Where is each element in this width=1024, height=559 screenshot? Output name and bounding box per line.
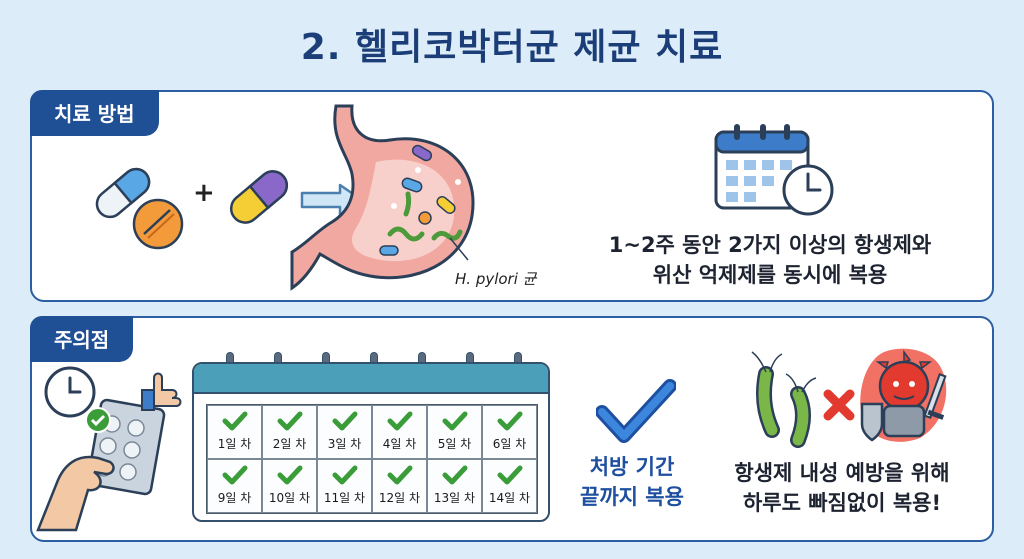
capsule-yellow-icon <box>229 170 289 224</box>
resistance-note-line2: 하루도 빠짐없이 복용! <box>742 491 942 515</box>
method-desc-line1: 1~2주 동안 2가지 이상의 항생제와 <box>608 233 932 257</box>
calendar-day-cell: 6일 차 <box>482 405 537 459</box>
check-icon <box>497 411 522 431</box>
check-icon <box>332 465 357 485</box>
treatment-method-tag: 치료 방법 <box>30 90 159 136</box>
capsule-blue-icon <box>95 167 151 219</box>
caution-tag: 주의점 <box>30 316 134 362</box>
check-icon <box>442 465 467 485</box>
prescription-note-line2: 끝까지 복용 <box>580 485 684 509</box>
check-icon <box>222 411 247 431</box>
check-icon <box>277 465 302 485</box>
check-icon <box>442 411 467 431</box>
big-check-icon <box>596 379 676 443</box>
calendar-day-label: 12일 차 <box>378 491 421 505</box>
calendar-day-cell: 4일 차 <box>372 405 427 459</box>
calendar-day-cell: 2일 차 <box>262 405 317 459</box>
method-desc-line2: 위산 억제제를 동시에 복용 <box>652 263 888 287</box>
calendar-day-label: 4일 차 <box>382 437 417 451</box>
resistance-illustration <box>751 348 947 448</box>
calendar-grid: 1일 차 2일 차 3일 차 4일 차 5일 차 6일 차 9일 차 10일 차 11일 차 12… <box>206 404 538 514</box>
calendar-day-cell: 1일 차 <box>207 405 262 459</box>
resistance-note-line1: 항생제 내성 예방을 위해 <box>734 461 950 485</box>
dosing-calendar: 1일 차 2일 차 3일 차 4일 차 5일 차 6일 차 9일 차 10일 차 11일 차 12… <box>192 362 550 522</box>
check-icon <box>387 465 412 485</box>
h-pylori-label: H. pylori 균 <box>455 270 537 288</box>
method-description: 1~2주 동안 2가지 이상의 항생제와 위산 억제제를 동시에 복용 <box>570 230 970 290</box>
calendar-day-label: 11일 차 <box>323 491 366 505</box>
hand-pills-icon <box>36 366 182 532</box>
calendar-header <box>194 364 548 394</box>
calendar-day-label: 14일 차 <box>488 491 531 505</box>
treatment-method-panel: 치료 방법 <box>30 90 994 302</box>
calendar-day-cell: 12일 차 <box>372 459 427 513</box>
calendar-clock-icon <box>714 124 834 216</box>
calendar-day-cell: 14일 차 <box>482 459 537 513</box>
prescription-note-line1: 처방 기간 <box>589 455 675 479</box>
check-icon <box>387 411 412 431</box>
calendar-day-cell: 5일 차 <box>427 405 482 459</box>
calendar-day-label: 2일 차 <box>272 437 307 451</box>
calendar-day-cell: 11일 차 <box>317 459 372 513</box>
tablet-orange-icon <box>132 198 184 250</box>
check-icon <box>222 465 247 485</box>
check-icon <box>332 411 357 431</box>
page-title: 2. 헬리코박터균 제균 치료 <box>300 27 724 68</box>
calendar-day-cell: 10일 차 <box>262 459 317 513</box>
calendar-day-label: 1일 차 <box>217 437 252 451</box>
stomach-icon <box>290 104 475 291</box>
check-icon <box>497 465 522 485</box>
calendar-day-label: 3일 차 <box>327 437 362 451</box>
plus-sign: + <box>193 178 215 208</box>
resistance-note: 항생제 내성 예방을 위해 하루도 빠짐없이 복용! <box>712 458 972 518</box>
prescription-note: 처방 기간 끝까지 복용 <box>562 452 702 512</box>
check-icon <box>277 411 302 431</box>
calendar-day-cell: 9일 차 <box>207 459 262 513</box>
calendar-day-label: 6일 차 <box>492 437 527 451</box>
calendar-day-cell: 3일 차 <box>317 405 372 459</box>
calendar-day-label: 10일 차 <box>268 491 311 505</box>
calendar-day-label: 9일 차 <box>217 491 252 505</box>
calendar-day-cell: 13일 차 <box>427 459 482 513</box>
calendar-day-label: 13일 차 <box>433 491 476 505</box>
calendar-day-label: 5일 차 <box>437 437 472 451</box>
